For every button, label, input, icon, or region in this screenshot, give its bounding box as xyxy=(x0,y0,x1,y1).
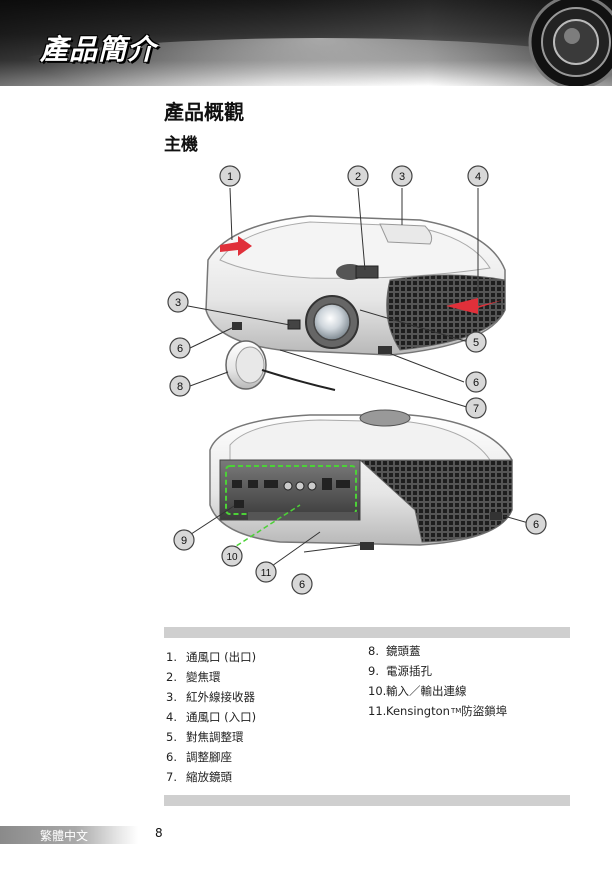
callout-11: 11 xyxy=(255,561,277,583)
callout-6-right: 6 xyxy=(465,371,487,393)
projector-rear-view xyxy=(209,409,513,551)
list-item: 10.輸入／輸出連線 xyxy=(368,684,467,698)
svg-text:6: 6 xyxy=(473,377,479,389)
list-item: 6.調整腳座 xyxy=(166,750,232,764)
list-top-band xyxy=(164,627,570,638)
list-item: 4.通風口 (入口) xyxy=(166,710,257,724)
parts-list-left: 1.通風口 (出口) 2.變焦環 3.紅外線接收器 4.通風口 (入口) 5.對… xyxy=(166,649,256,789)
callout-9: 9 xyxy=(173,529,195,551)
callout-6-rear-right: 6 xyxy=(525,513,547,535)
list-item: 8.鏡頭蓋 xyxy=(368,644,421,658)
camera-lens-icon xyxy=(528,0,612,86)
lens-cap xyxy=(225,340,336,391)
svg-text:1: 1 xyxy=(227,171,233,183)
callout-10: 10 xyxy=(221,545,243,567)
callout-6-rear-bottom: 6 xyxy=(291,573,313,595)
list-item: 2.變焦環 xyxy=(166,670,221,684)
list-item: 7.縮放鏡頭 xyxy=(166,770,232,784)
svg-text:6: 6 xyxy=(299,579,305,591)
projector-diagram: 1 2 3 4 3 5 6 6 7 8 9 6 xyxy=(167,165,547,595)
svg-text:9: 9 xyxy=(181,535,187,547)
chapter-title: 產品簡介 xyxy=(40,33,157,66)
footer-language: 繁體中文 xyxy=(40,829,89,843)
svg-text:11: 11 xyxy=(261,568,272,579)
list-bottom-band xyxy=(164,795,570,806)
svg-text:8: 8 xyxy=(177,381,183,393)
list-item: 1.通風口 (出口) xyxy=(166,650,257,664)
svg-text:6: 6 xyxy=(533,519,539,531)
svg-text:7: 7 xyxy=(473,403,479,415)
list-item: 3.紅外線接收器 xyxy=(166,690,255,704)
projector-front-view xyxy=(205,215,506,356)
svg-text:3: 3 xyxy=(399,171,405,183)
section-subtitle: 主機 xyxy=(164,135,198,155)
callout-6-left: 6 xyxy=(169,337,191,359)
header-banner: 產品簡介 xyxy=(0,0,612,86)
callout-3-ir: 3 xyxy=(167,291,189,313)
svg-text:10: 10 xyxy=(226,552,238,563)
list-item: 9.電源插孔 xyxy=(368,664,432,678)
callout-8: 8 xyxy=(169,375,191,397)
svg-text:6: 6 xyxy=(177,343,183,355)
list-item: 5.對焦調整環 xyxy=(166,730,244,744)
page-number: 8 xyxy=(155,826,163,840)
callout-4: 4 xyxy=(467,165,489,187)
callout-3: 3 xyxy=(391,165,413,187)
leader-lines xyxy=(181,187,533,574)
svg-text:2: 2 xyxy=(355,171,361,183)
footer-language-tab xyxy=(0,826,138,844)
callout-1: 1 xyxy=(219,165,241,187)
svg-text:4: 4 xyxy=(475,171,481,183)
svg-text:5: 5 xyxy=(473,337,479,349)
callout-7: 7 xyxy=(465,397,487,419)
section-title: 產品概觀 xyxy=(164,100,244,124)
callout-2: 2 xyxy=(347,165,369,187)
svg-text:3: 3 xyxy=(175,297,181,309)
callout-5: 5 xyxy=(465,331,487,353)
